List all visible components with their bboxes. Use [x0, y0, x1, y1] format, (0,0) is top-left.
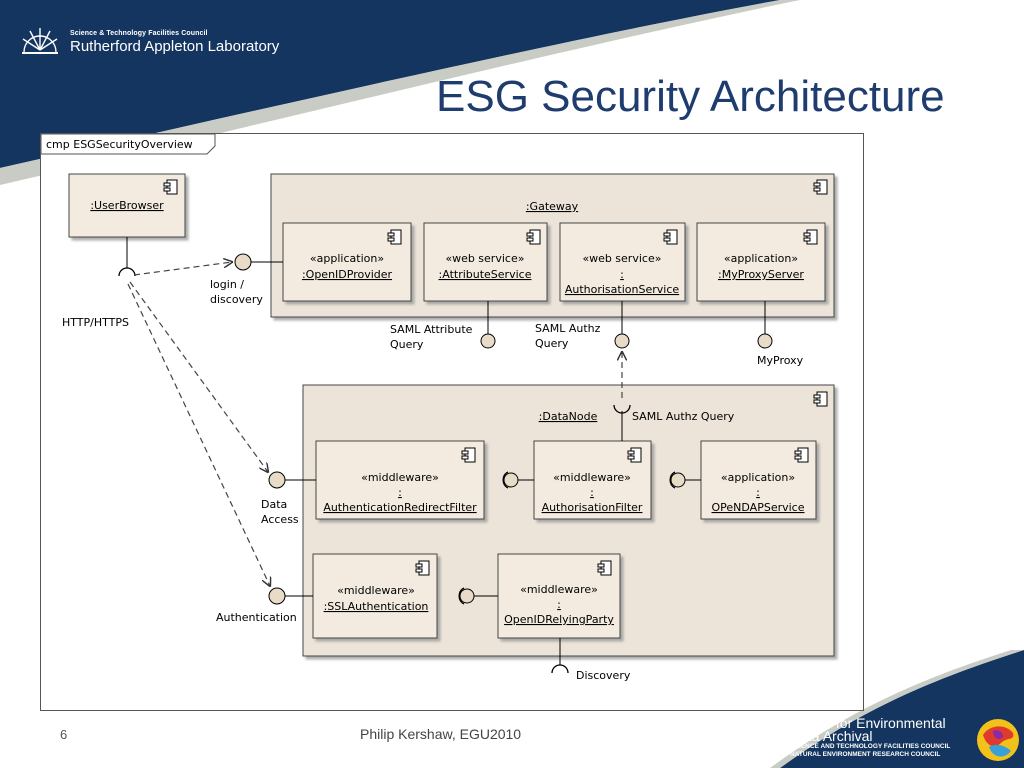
ceda-globe-icon — [977, 719, 1019, 761]
required-interfaces — [118, 267, 676, 674]
saml-authz-label-1: SAML Authz — [535, 322, 601, 335]
ceda-line-2: Data Archival — [790, 728, 873, 744]
openidrelyingparty-colon: : — [557, 598, 561, 611]
login-label-2: discovery — [210, 293, 263, 306]
openidrelyingparty-component: «middleware» : OpenIDRelyingParty — [497, 553, 621, 639]
saml-attr-label-1: SAML Attribute — [390, 323, 473, 336]
userbrowser-component: :UserBrowser — [68, 173, 186, 238]
authorisationfilter-stereotype: «middleware» — [553, 471, 631, 484]
provided-interfaces — [234, 253, 773, 605]
authorisationfilter-component: «middleware» : AuthorisationFilter — [533, 440, 652, 520]
saml-authz-query-label: SAML Authz Query — [632, 410, 735, 423]
ceda-line-3: SCIENCE AND TECHNOLOGY FACILITIES COUNCI… — [790, 743, 951, 750]
authorisationservice-component: «web service» : AuthorisationService — [559, 222, 686, 302]
opendapservice-colon: : — [756, 486, 760, 499]
attributeservice-component: «web service» :AttributeService — [423, 222, 548, 302]
sslauthentication-name: :SSLAuthentication — [324, 600, 429, 613]
authredirectfilter-component: «middleware» : AuthenticationRedirectFil… — [315, 440, 485, 520]
data-access-label-2: Access — [261, 513, 299, 526]
discovery-label: Discovery — [576, 669, 631, 682]
authredirectfilter-stereotype: «middleware» — [361, 471, 439, 484]
opendapservice-name: OPeNDAPService — [712, 501, 805, 514]
data-access-label-1: Data — [261, 498, 287, 511]
stfc-logo-icon — [22, 28, 58, 54]
attributeservice-name: :AttributeService — [439, 268, 532, 281]
attributeservice-stereotype: «web service» — [446, 252, 525, 265]
diagram-labels: login / discovery HTTP/HTTPS SAML Attrib… — [62, 278, 804, 682]
datanode-title: :DataNode — [539, 410, 598, 423]
myproxyserver-stereotype: «application» — [724, 252, 798, 265]
opendapservice-stereotype: «application» — [721, 471, 795, 484]
authredirectfilter-name: AuthenticationRedirectFilter — [323, 501, 477, 514]
footer-background — [770, 650, 1024, 768]
slide-title: ESG Security Architecture — [436, 72, 945, 121]
logo-subtitle: Science & Technology Facilities Council — [70, 29, 208, 37]
authorisationservice-stereotype: «web service» — [583, 252, 662, 265]
ceda-line-1: Centre for Environmental — [790, 715, 946, 731]
gateway-title: :Gateway — [526, 200, 579, 213]
ral-logo: Science & Technology Facilities Council … — [18, 22, 279, 62]
myproxyserver-name: :MyProxyServer — [718, 268, 804, 281]
saml-attr-label-2: Query — [390, 338, 424, 351]
myproxy-label: MyProxy — [757, 354, 804, 367]
login-label-1: login / — [210, 278, 244, 291]
myproxyserver-component: «application» :MyProxyServer — [696, 222, 826, 302]
userbrowser-name: :UserBrowser — [90, 199, 164, 212]
authorisationservice-colon: : — [620, 268, 624, 281]
logo-title: Rutherford Appleton Laboratory — [70, 37, 280, 55]
authorisationservice-name: AuthorisationService — [565, 283, 680, 296]
ceda-logo-text: Centre for Environmental Data Archival S… — [790, 715, 951, 759]
ceda-line-4: NATURAL ENVIRONMENT RESEARCH COUNCIL — [790, 751, 941, 758]
header-background — [0, 0, 1024, 185]
authorisationfilter-colon: : — [590, 486, 594, 499]
openidprovider-component: «application» :OpenIDProvider — [282, 222, 412, 302]
sslauthentication-stereotype: «middleware» — [337, 584, 415, 597]
openidrelyingparty-stereotype: «middleware» — [520, 583, 598, 596]
frame-label: cmp ESGSecurityOverview — [46, 138, 193, 151]
slide-number: 6 — [60, 727, 68, 742]
saml-authz-label-2: Query — [535, 337, 569, 350]
sslauthentication-component: «middleware» :SSLAuthentication — [312, 553, 438, 639]
opendapservice-component: «application» : OPeNDAPService — [700, 440, 817, 520]
connector-lines — [126, 237, 766, 665]
dependency-arrows — [127, 262, 622, 586]
authorisationfilter-name: AuthorisationFilter — [542, 501, 643, 514]
footer-author: Philip Kershaw, EGU2010 — [360, 726, 522, 742]
authredirectfilter-colon: : — [398, 486, 402, 499]
frame-label-tab: cmp ESGSecurityOverview — [40, 133, 216, 155]
openidrelyingparty-name: OpenIDRelyingParty — [504, 613, 614, 626]
authentication-label: Authentication — [216, 611, 297, 624]
openidprovider-name: :OpenIDProvider — [302, 268, 393, 281]
http-label: HTTP/HTTPS — [62, 316, 129, 329]
openidprovider-stereotype: «application» — [310, 252, 384, 265]
